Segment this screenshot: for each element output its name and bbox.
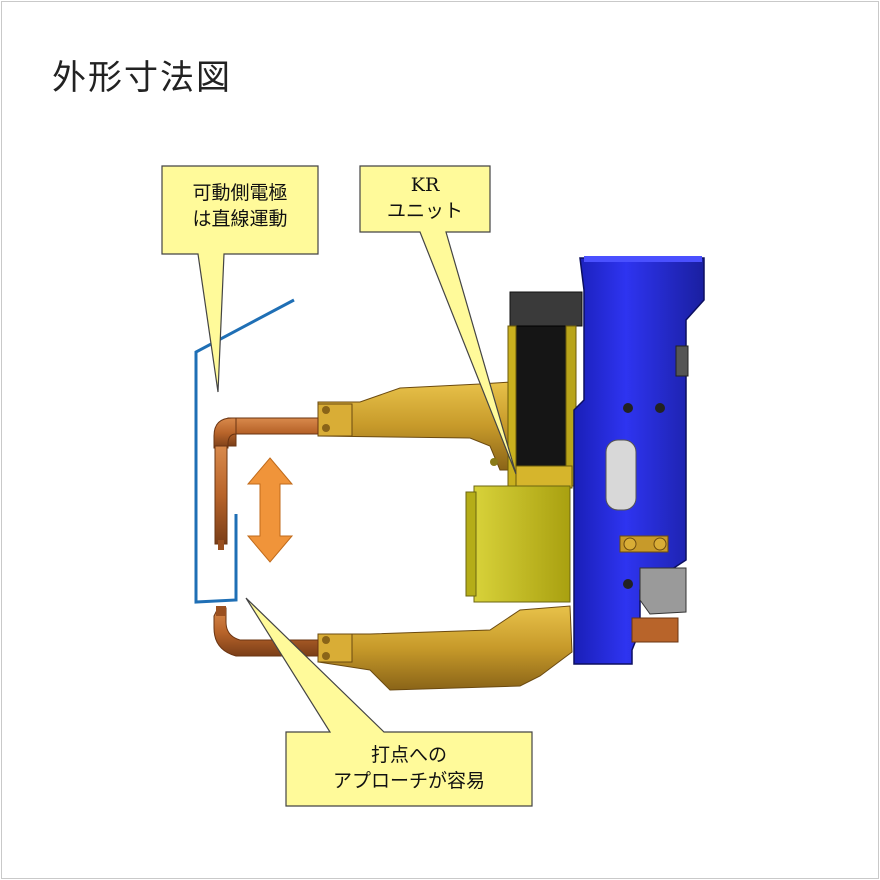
lower-arm: [317, 605, 573, 691]
callout-approach-text: 打点への アプローチが容易: [286, 742, 532, 794]
callout-kr-unit-line1: KR: [410, 174, 440, 196]
callout-kr-unit-text: KR ユニット: [360, 172, 490, 224]
electrode-outline-line: [194, 298, 295, 604]
kr-unit-body: [465, 291, 583, 603]
page-title: 外形寸法図: [52, 58, 232, 98]
upper-arm: [317, 381, 511, 471]
motion-arrow: [246, 457, 294, 563]
callout-kr-unit-line2: ユニット: [386, 200, 463, 222]
callout-movable-electrode: [161, 165, 319, 393]
callout-approach-line2: アプローチが容易: [332, 770, 485, 792]
callout-movable-electrode-line1: 可動側電極: [192, 182, 288, 204]
callout-kr-unit: [359, 165, 517, 475]
upper-electrode: [213, 417, 319, 550]
callout-movable-electrode-line2: は直線運動: [192, 208, 288, 230]
callout-approach-line1: 打点への: [370, 744, 447, 766]
callout-movable-electrode-text: 可動側電極 は直線運動: [162, 180, 318, 232]
blue-frame: [573, 256, 705, 665]
callout-approach: [245, 597, 533, 807]
